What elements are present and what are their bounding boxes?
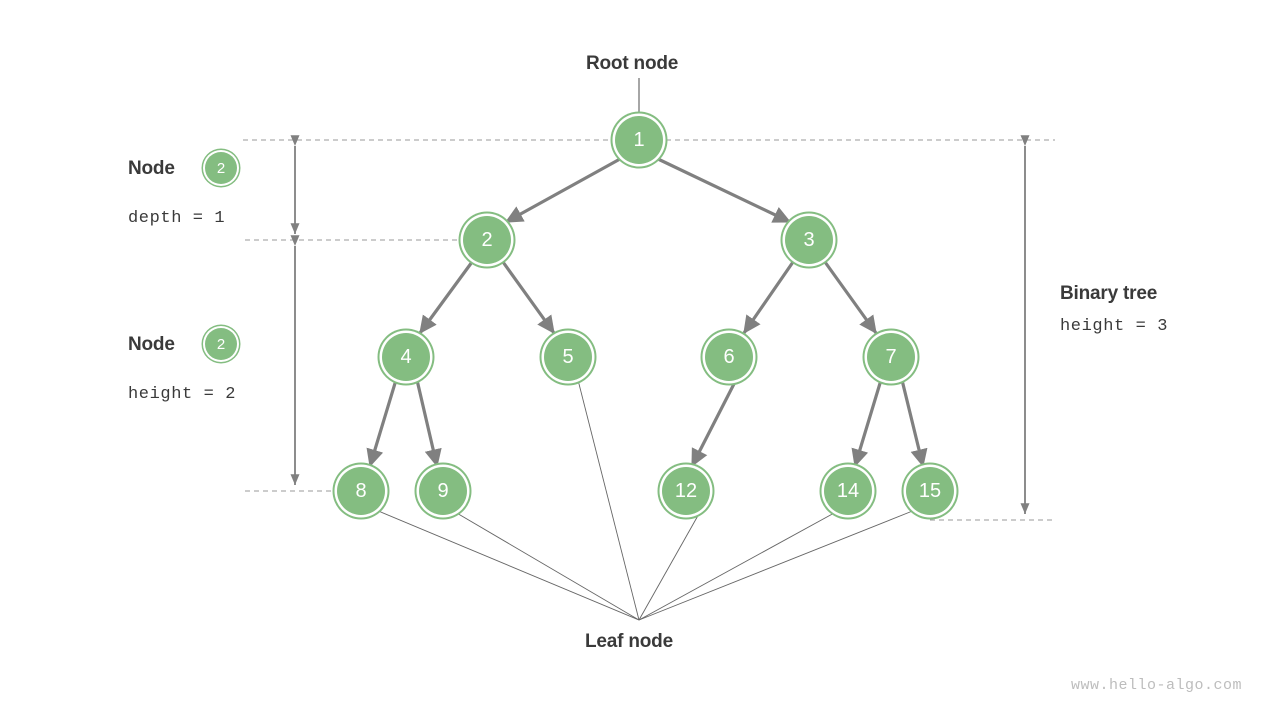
tree-node-7-value: 7 [885,346,897,368]
tree-node-15-value: 15 [918,480,942,502]
tree-node-2-value: 2 [481,229,493,251]
tree-node-9[interactable]: 9 [419,467,467,515]
leaf-leader-9 [454,511,640,621]
leaf-leader-12 [638,511,701,621]
edge-1-3 [656,157,792,224]
tree-node-4[interactable]: 4 [382,333,430,381]
edge-3-7 [823,260,878,335]
leaf-leader-14 [638,511,837,621]
leaf-leader-15 [638,509,916,621]
tree-node-4-value: 4 [400,346,412,368]
tree-node-5-value: 5 [562,346,574,368]
edge-3-6 [742,260,795,335]
leaf-node-caption: Leaf node [585,631,673,652]
annotation-depth-badge-value: 2 [216,159,226,177]
edge-7-14 [851,378,883,468]
guide-lines [243,139,1055,521]
site-watermark: www.hello-algo.com [1071,677,1243,694]
annotation-tree-height-label: Binary tree [1060,283,1158,304]
tree-node-6-value: 6 [723,346,735,368]
tree-node-8[interactable]: 8 [337,467,385,515]
tree-node-6[interactable]: 6 [705,333,753,381]
edge-7-15 [900,378,928,468]
edge-4-8 [366,378,398,468]
tree-node-12[interactable]: 12 [662,467,710,515]
annotation-node-height-label: Node [128,334,175,355]
leaf-leader-5 [577,379,640,621]
annotation-node-height-badge-value: 2 [216,335,226,353]
tree-node-14[interactable]: 14 [824,467,872,515]
leaf-leader-8 [375,509,640,621]
tree-node-14-value: 14 [836,480,860,502]
tree-node-8-value: 8 [355,480,367,502]
tree-edges [366,157,928,468]
tree-node-15[interactable]: 15 [906,467,954,515]
edge-6-12 [690,378,738,468]
tree-node-2[interactable]: 2 [463,216,511,264]
annotation-tree-height-metric: height = 3 [1060,317,1169,336]
root-node-caption: Root node [586,53,679,74]
tree-node-5[interactable]: 5 [544,333,592,381]
annotation-depth-badge: 2 [205,152,237,184]
tree-node-1[interactable]: 1 [615,116,663,164]
tree-node-1-value: 1 [633,129,645,151]
edge-4-9 [415,378,442,468]
annotation-depth-metric: depth = 1 [128,209,226,228]
tree-node-12-value: 12 [674,480,698,502]
edge-1-2 [504,157,622,224]
annotation-depth-label: Node [128,158,175,179]
annotation-node-height-badge: 2 [205,328,237,360]
tree-node-3-value: 3 [803,229,815,251]
annotation-node-height-metric: height = 2 [128,385,237,404]
tree-node-3[interactable]: 3 [785,216,833,264]
edge-2-4 [418,260,474,335]
edge-2-5 [501,260,556,335]
tree-node-7[interactable]: 7 [867,333,915,381]
tree-node-9-value: 9 [437,480,449,502]
